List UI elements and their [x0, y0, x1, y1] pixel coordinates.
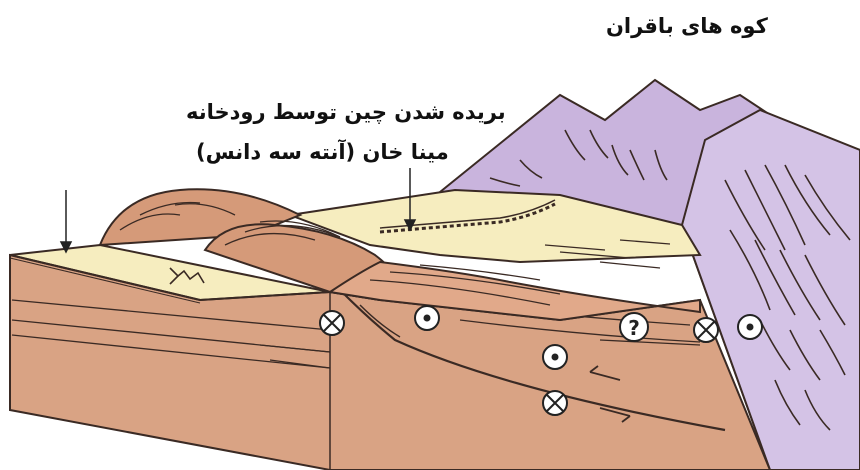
river-cut-label-line2: مینا خان (آنته سه دانس) [196, 140, 449, 164]
mountains-label: کوه های باقران [606, 14, 768, 38]
river-cut-label-line1: بریده شدن چین توسط رودخانه [186, 100, 506, 124]
unknown-motion-label: ? [628, 316, 640, 340]
out-of-page-symbol [543, 345, 567, 369]
unknown-motion-symbol: ? [620, 313, 648, 341]
into-page-symbol [320, 311, 344, 335]
out-of-page-symbol [415, 306, 439, 330]
into-page-symbol [543, 391, 567, 415]
into-page-symbol [694, 318, 718, 342]
out-of-page-symbol [738, 315, 762, 339]
